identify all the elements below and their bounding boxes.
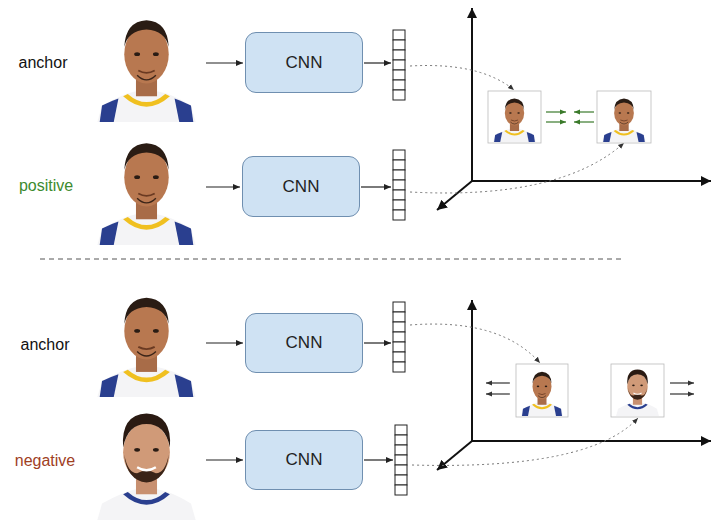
box-text: CNN <box>286 53 323 73</box>
box-text: CNN <box>283 177 320 197</box>
role-label: anchor <box>19 54 68 72</box>
cnn-box: CNN <box>245 32 363 93</box>
face-photos <box>88 5 205 520</box>
box-text: CNN <box>286 333 323 353</box>
role-label: anchor <box>21 336 70 354</box>
repel-arrows <box>486 383 694 394</box>
cnn-box: CNN <box>245 430 363 490</box>
embedded-faces <box>488 91 664 417</box>
role-label: positive <box>19 177 73 195</box>
cnn-box: CNN <box>245 313 363 373</box>
embedding-axes <box>437 8 711 470</box>
separator <box>40 259 625 260</box>
role-label: negative <box>15 452 76 470</box>
attract-arrows <box>546 112 594 122</box>
input-arrows <box>206 63 393 460</box>
cnn-box: CNN <box>242 156 360 217</box>
embedding-vectors <box>393 30 407 495</box>
box-text: CNN <box>286 450 323 470</box>
